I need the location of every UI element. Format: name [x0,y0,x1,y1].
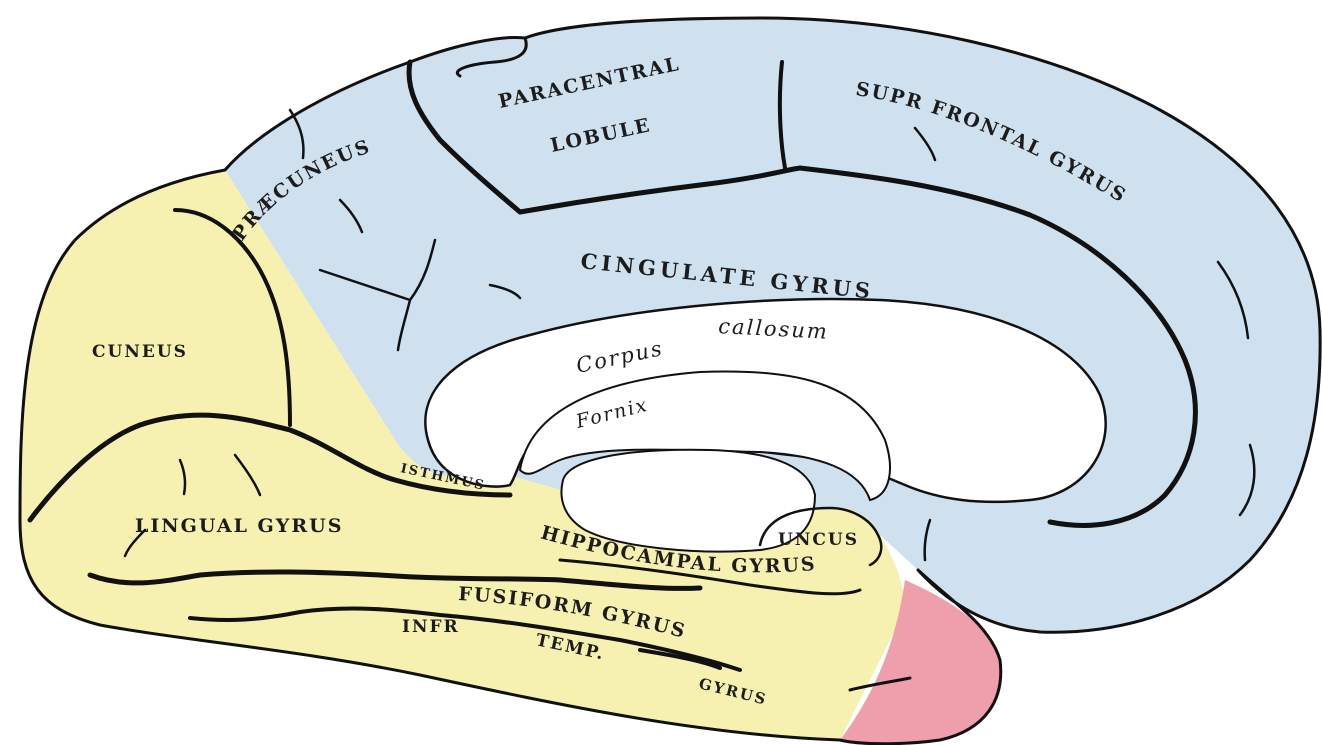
label-lingual-gyrus: LINGUAL GYRUS [135,515,343,537]
label-cuneus: CUNEUS [92,342,188,362]
label-infr: INFR [402,617,460,637]
label-uncus: UNCUS [778,530,859,550]
